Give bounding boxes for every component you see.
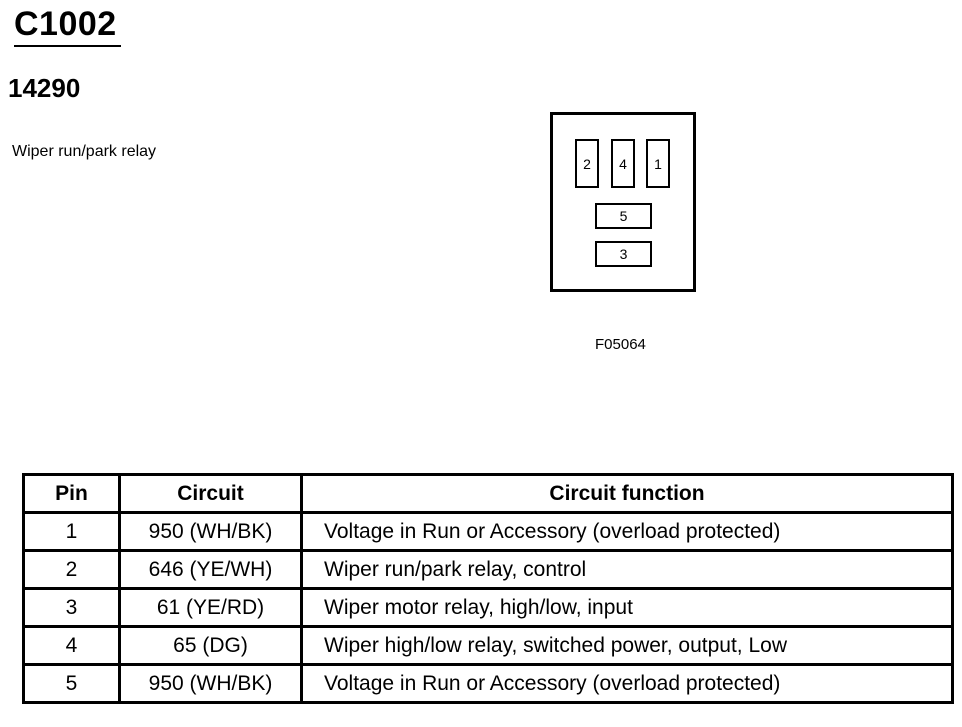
circuit-cell: 950 (WH/BK): [118, 663, 303, 704]
column-header-circuit: Circuit: [118, 473, 303, 514]
circuit-function-cell: Wiper run/park relay, control: [300, 549, 954, 590]
column-header-pin: Pin: [22, 473, 121, 514]
circuit-cell: 646 (YE/WH): [118, 549, 303, 590]
pin-cavity-5: 5: [595, 203, 652, 229]
column-header-circuit-function: Circuit function: [300, 473, 954, 514]
pin-table: Pin Circuit Circuit function 1 950 (WH/B…: [22, 473, 954, 704]
circuit-function-cell: Wiper motor relay, high/low, input: [300, 587, 954, 628]
pin-cell: 4: [22, 625, 121, 666]
circuit-function-cell: Voltage in Run or Accessory (overload pr…: [300, 511, 954, 552]
circuit-function-cell: Wiper high/low relay, switched power, ou…: [300, 625, 954, 666]
part-number: 14290: [8, 73, 81, 103]
circuit-cell: 950 (WH/BK): [118, 511, 303, 552]
pin-cavity-3: 3: [595, 241, 652, 267]
pin-cavity-2: 2: [575, 139, 599, 188]
table-row: 5 950 (WH/BK) Voltage in Run or Accessor…: [22, 663, 954, 704]
pin-cavity-4: 4: [611, 139, 635, 188]
figure-id: F05064: [595, 336, 646, 353]
connector-face-diagram: 2 4 1 5 3: [550, 112, 696, 292]
table-row: 3 61 (YE/RD) Wiper motor relay, high/low…: [22, 587, 954, 628]
title-underline: [14, 45, 121, 47]
pin-cell: 5: [22, 663, 121, 704]
pin-cell: 1: [22, 511, 121, 552]
circuit-cell: 61 (YE/RD): [118, 587, 303, 628]
pin-cell: 2: [22, 549, 121, 590]
component-description: Wiper run/park relay: [12, 143, 157, 160]
table-row: 2 646 (YE/WH) Wiper run/park relay, cont…: [22, 549, 954, 590]
table-header-row: Pin Circuit Circuit function: [22, 473, 954, 514]
circuit-cell: 65 (DG): [118, 625, 303, 666]
pin-cell: 3: [22, 587, 121, 628]
table-row: 1 950 (WH/BK) Voltage in Run or Accessor…: [22, 511, 954, 552]
connector-title: C1002: [14, 5, 117, 43]
circuit-function-cell: Voltage in Run or Accessory (overload pr…: [300, 663, 954, 704]
table-row: 4 65 (DG) Wiper high/low relay, switched…: [22, 625, 954, 666]
pin-cavity-1: 1: [646, 139, 670, 188]
